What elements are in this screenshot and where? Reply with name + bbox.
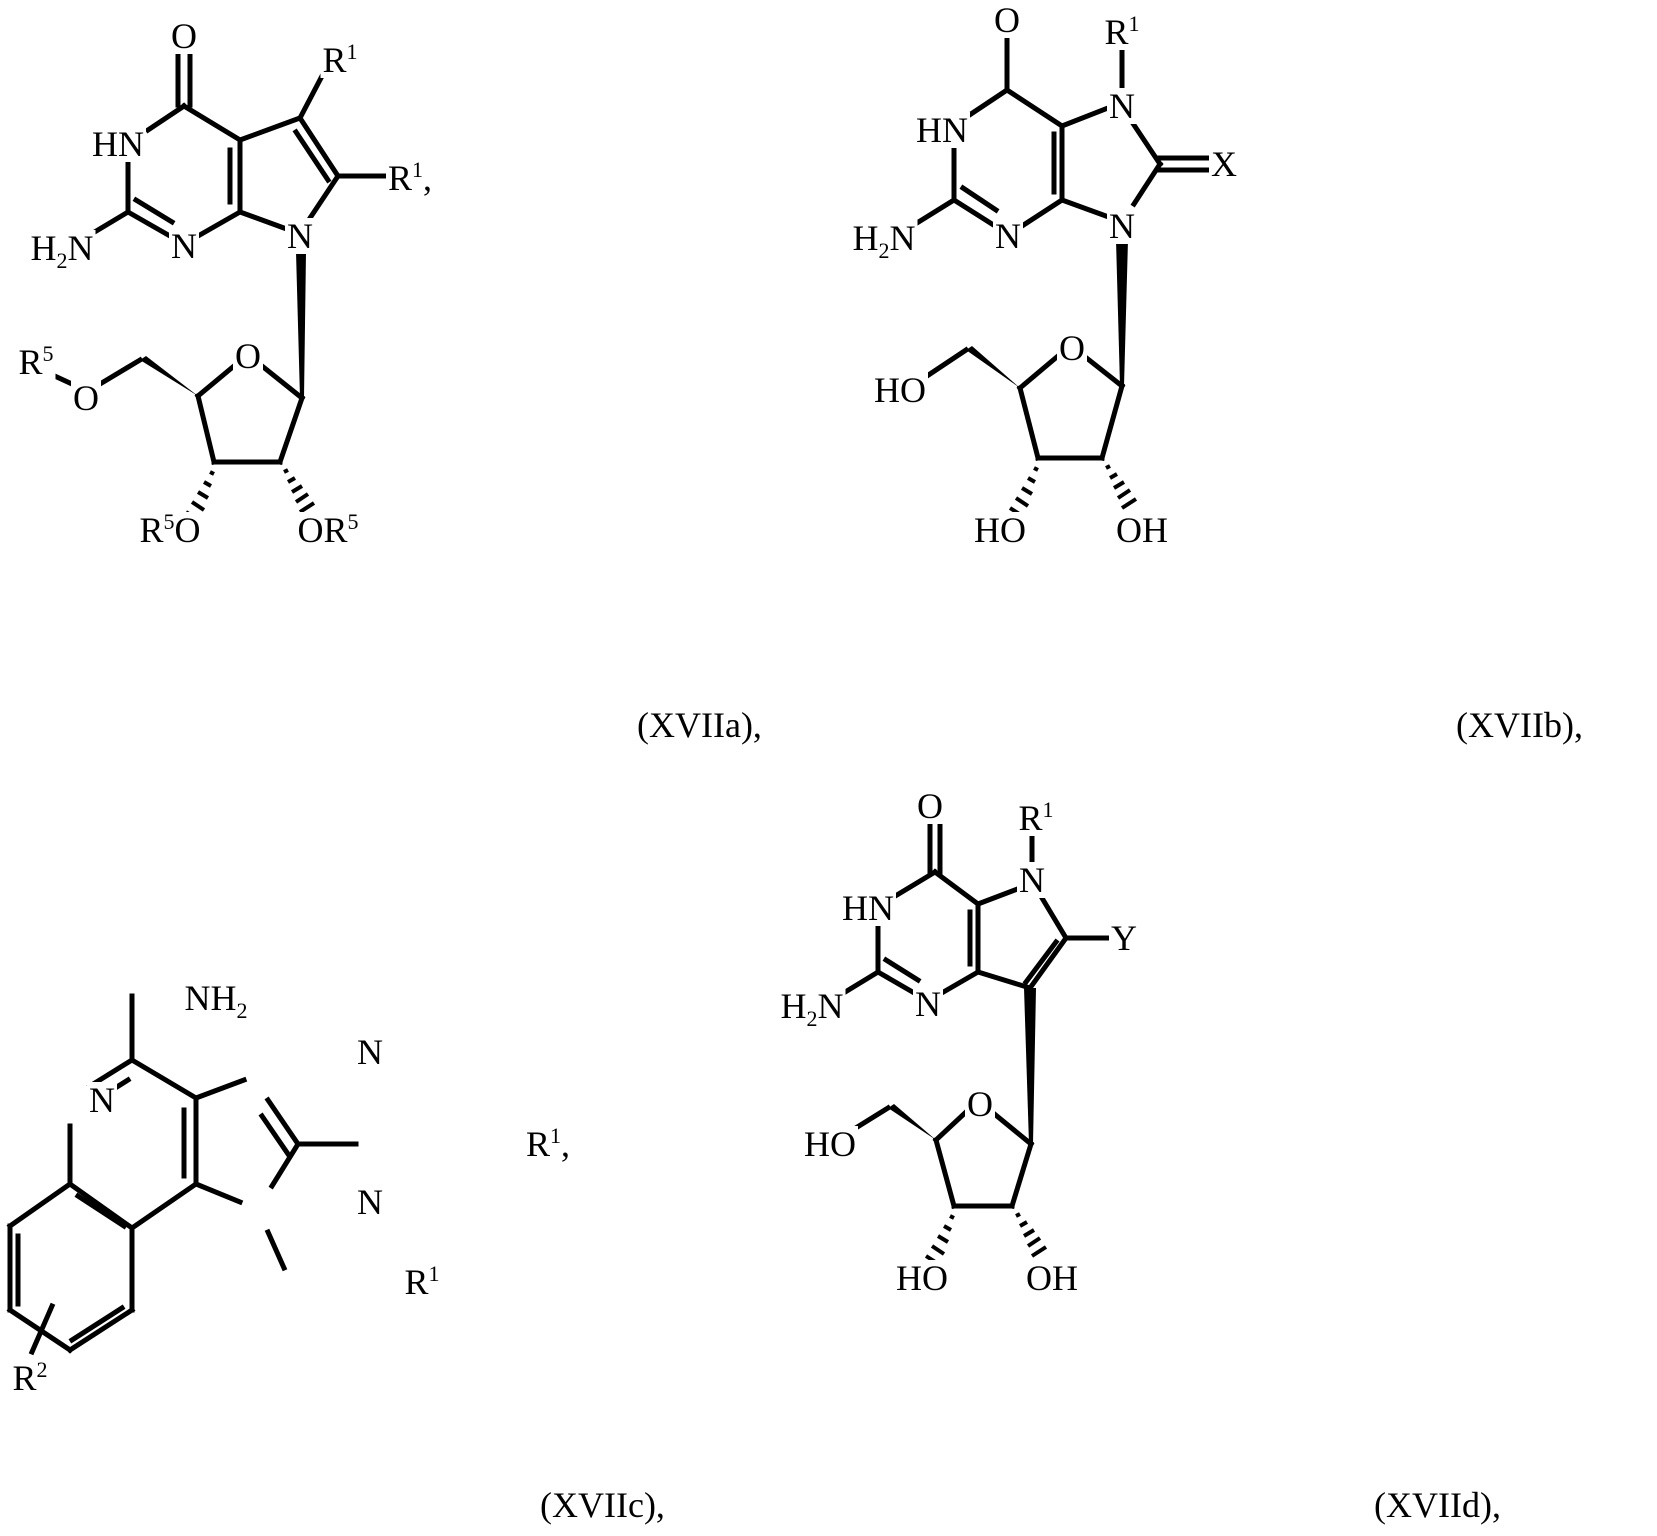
substituent-r1-bottom: R1: [402, 1261, 442, 1302]
hydroxyl-5prime: HO: [872, 370, 928, 410]
atom-n-ring: N: [993, 216, 1023, 256]
atom-x: X: [1209, 144, 1239, 184]
hydroxyl-3prime: HO: [894, 1258, 950, 1298]
atom-amino-group: H2N: [28, 228, 96, 274]
atom-n-bottom: N: [355, 1182, 385, 1222]
substituent-r5o: R5O: [137, 509, 203, 550]
atom-n-ring: N: [169, 226, 199, 266]
atom-n9: N: [285, 216, 315, 256]
atom-oxygen-carbonyl: O: [992, 0, 1022, 40]
atom-ring-oxygen: O: [233, 336, 263, 376]
atom-n9: N: [1107, 206, 1137, 246]
substituent-r1-right: R1,: [523, 1123, 573, 1164]
substituent-r1: R1: [1016, 797, 1056, 838]
caption-xviia: (XVIIa),: [637, 705, 762, 745]
hydroxyl-5prime: HO: [802, 1124, 858, 1164]
atom-n7: N: [1107, 86, 1137, 126]
substituent-r1: R1: [1102, 11, 1142, 52]
atom-amino-group: H2N: [850, 218, 918, 264]
structure-xviib-bonds: [908, 33, 1211, 462]
atom-hn: HN: [90, 124, 146, 164]
atom-n-ring: N: [913, 984, 943, 1024]
atom-amino-group: H2N: [778, 986, 846, 1032]
atom-amino-group: NH2: [182, 978, 250, 1024]
caption-xviib: (XVIIb),: [1456, 705, 1583, 745]
hydroxyl-2prime: OH: [1024, 1258, 1080, 1298]
atom-hn: HN: [840, 888, 896, 928]
substituent-r1-right: R1,: [385, 157, 435, 198]
hydroxyl-3prime: HO: [972, 510, 1028, 550]
caption-xviic: (XVIIc),: [540, 1485, 665, 1525]
atom-y: Y: [1109, 918, 1139, 958]
atom-o5: O: [71, 378, 101, 418]
structure-xviid-bonds: [838, 817, 1113, 1210]
atom-oxygen-carbonyl: O: [169, 16, 199, 56]
atom-ring-oxygen: O: [965, 1084, 995, 1124]
atom-n-top: N: [355, 1032, 385, 1072]
atom-oxygen-carbonyl: O: [915, 786, 945, 826]
hydroxyl-2prime: OH: [1114, 510, 1170, 550]
atom-n-left: N: [87, 1080, 117, 1120]
substituent-r1-top: R1: [320, 39, 360, 80]
structure-xviic-bonds: [6, 993, 359, 1356]
atom-n: N: [1017, 860, 1047, 900]
atom-ring-oxygen: O: [1057, 328, 1087, 368]
substituent-r2: R2: [10, 1357, 50, 1398]
caption-xviid: (XVIId),: [1374, 1485, 1501, 1525]
substituent-r5-top: R5: [16, 341, 56, 382]
substituent-or5: OR5: [295, 509, 361, 550]
structure-xviia-bonds: [42, 49, 391, 466]
atom-hn: HN: [914, 110, 970, 150]
